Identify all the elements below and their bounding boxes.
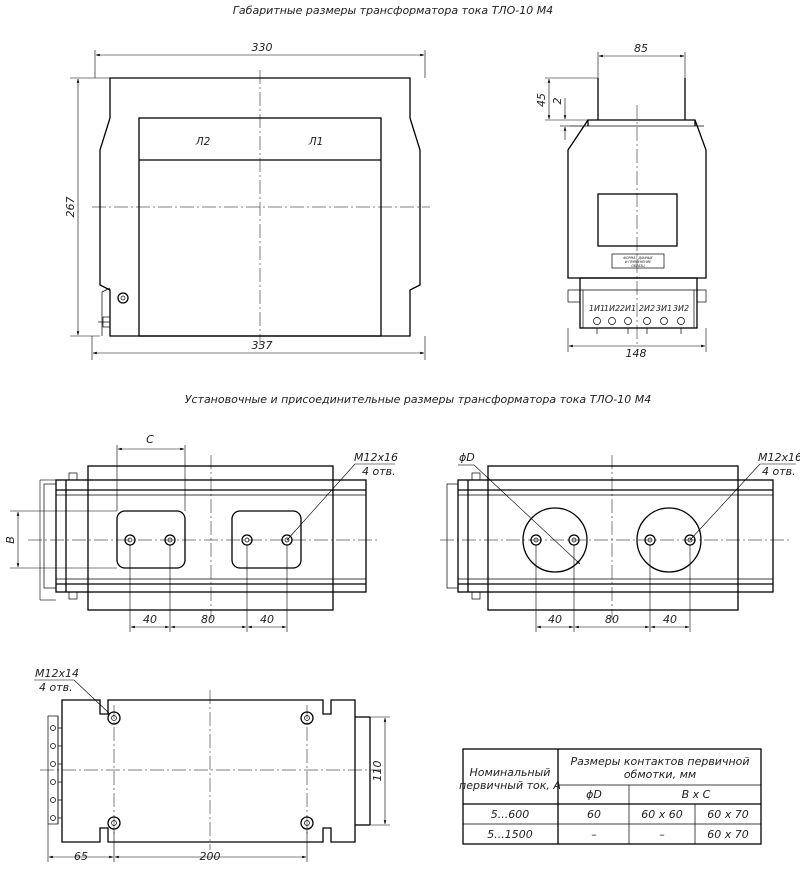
subheader-phi-d: ϕD — [586, 788, 602, 801]
subheader-bxc: B x C — [682, 788, 711, 801]
header-size-l2: обмотки, мм — [624, 768, 696, 781]
terminal-screw-icon — [677, 317, 685, 325]
hole-count: 4 отв. — [362, 465, 396, 478]
hole-count-round: 4 отв. — [762, 465, 796, 478]
header-current-l2: первичный ток, А — [459, 779, 561, 792]
row2-b2: 60 x 70 — [707, 828, 749, 841]
terminal-icon — [50, 743, 56, 749]
width-330-dim: 330 — [252, 41, 273, 54]
header-size-l1: Размеры контактов первичной — [570, 755, 749, 768]
nameplate-line-3: ОБРАЗЦ — [631, 264, 645, 268]
terminal-icon — [50, 815, 56, 821]
terminal-2i2: 2И2 — [639, 304, 655, 313]
dim-40-right-round: 40 — [663, 613, 677, 626]
row1-b2: 60 x 70 — [707, 808, 749, 821]
dim-c: C — [146, 433, 154, 446]
terminal-l2-label: Л2 — [195, 136, 211, 148]
dim-80: 80 — [201, 613, 215, 626]
mounting-dimensions-title: Установочные и присоединительные размеры… — [185, 393, 651, 406]
terminal-3i2: 3И2 — [673, 304, 689, 313]
row2-d: – — [591, 828, 597, 841]
terminal-icon — [50, 725, 56, 731]
hole-label-m12x16-round: M12x16 — [758, 451, 800, 464]
dim-40-left: 40 — [143, 613, 157, 626]
dim-110: 110 — [371, 761, 384, 782]
contact-pad-right — [231, 510, 302, 569]
terminal-icon — [50, 797, 56, 803]
dim-phi-d: ϕD — [459, 451, 475, 464]
terminal-1i1: 1И1 — [589, 304, 605, 313]
terminal-screw-icon — [643, 317, 651, 325]
ground-bolt-icon — [117, 292, 129, 304]
height-267-dim: 267 — [64, 197, 77, 218]
row2-current: 5...1500 — [487, 828, 532, 841]
nameplate-line-1: ФОРМАТ ДАННЫХ — [623, 256, 653, 260]
terminal-3i1: 3И1 — [656, 304, 672, 313]
round-contacts-view: ϕD M12x16 4 отв. 40 80 40 — [440, 451, 800, 632]
header-current-l1: Номинальный — [470, 766, 551, 779]
terminal-screw-icon — [593, 317, 601, 325]
bottom-view: M12x14 4 отв. 65 200 110 — [34, 667, 390, 863]
terminal-l1-label: Л1 — [308, 136, 324, 148]
dim-2: 2 — [551, 98, 564, 105]
top-width-85-dim: 85 — [634, 42, 648, 55]
contact-pad-left — [116, 510, 186, 569]
row1-current: 5...600 — [491, 808, 529, 821]
hole-label-m12x16: M12x16 — [354, 451, 398, 464]
terminal-1i2: 1И2 — [604, 304, 620, 313]
side-view: ФОРМАТ ДАННЫХ И ПРИМЕНЕНИЕ ОБРАЗЦ 1И1 1И… — [535, 42, 707, 360]
nameplate-line-2: И ПРИМЕНЕНИЕ — [625, 260, 651, 264]
terminal-2i1: 2И1 — [620, 304, 636, 313]
terminal-icon — [50, 761, 56, 767]
row1-d: 60 — [587, 808, 601, 821]
row1-b1: 60 x 60 — [641, 808, 683, 821]
hole-count-bottom: 4 отв. — [39, 681, 73, 694]
bottom-width-148-dim: 148 — [626, 347, 647, 360]
terminal-screw-icon — [624, 317, 632, 325]
row2-b1: – — [659, 828, 665, 841]
dim-200: 200 — [200, 850, 221, 863]
dim-65: 65 — [74, 850, 88, 863]
hole-label-m12x14: M12x14 — [35, 667, 79, 680]
width-337-dim: 337 — [252, 339, 273, 352]
terminal-screw-icon — [608, 317, 616, 325]
contact-dimensions-table: Номинальный первичный ток, А Размеры кон… — [459, 748, 762, 845]
dim-40-left-round: 40 — [548, 613, 562, 626]
dim-b: B — [4, 536, 17, 544]
rectangular-contacts-view: C B M12x16 4 отв. 40 80 40 — [4, 433, 398, 632]
front-view: Л2 Л1 330 337 267 — [64, 41, 430, 360]
terminal-icon — [50, 779, 56, 785]
overall-dimensions-title: Габаритные размеры трансформатора тока Т… — [233, 4, 553, 17]
dim-45: 45 — [535, 93, 548, 107]
dim-80-round: 80 — [605, 613, 619, 626]
dim-40-right: 40 — [260, 613, 274, 626]
terminal-screw-icon — [660, 317, 668, 325]
